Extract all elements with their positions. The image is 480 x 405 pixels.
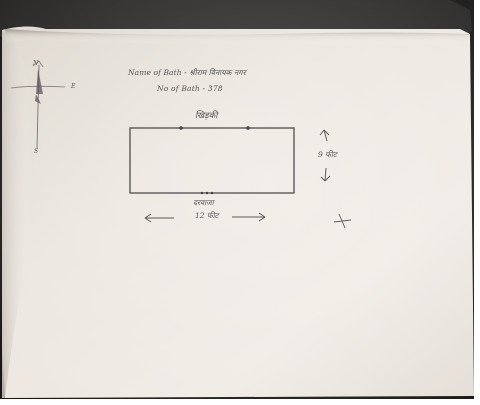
height-label: 9 फीट <box>318 150 337 159</box>
height-arrow-down <box>320 167 331 182</box>
door-label: दरवाजा <box>193 198 214 207</box>
bath-number-line: No of Bath - 378 <box>157 84 223 93</box>
compass-pointer <box>32 60 44 68</box>
window-left-mark <box>179 126 183 130</box>
small-plus-mark <box>333 213 352 229</box>
height-arrow-up <box>319 129 330 142</box>
compass-east-line <box>10 85 66 89</box>
bottom-image-border <box>0 399 480 405</box>
width-label: 12 फीट <box>195 211 219 220</box>
compass-south-label: S <box>34 148 39 155</box>
compass-east-label: E <box>71 83 76 90</box>
window-label: खिड़की <box>195 111 218 121</box>
compass-north-label: N <box>33 60 39 67</box>
width-arrow-left <box>144 213 174 223</box>
compass-needle <box>35 69 43 104</box>
window-right-mark <box>246 126 250 130</box>
bath-name-line: Name of Bath - श्रीराम विनायक नगर <box>128 68 246 77</box>
right-image-border <box>474 0 480 405</box>
width-arrow-right <box>232 212 266 222</box>
